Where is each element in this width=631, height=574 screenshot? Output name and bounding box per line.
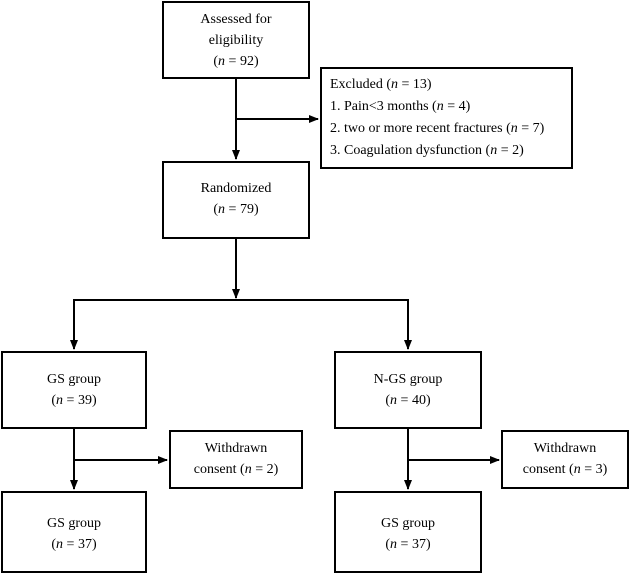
excluded-title: Excluded (n = 13) xyxy=(330,77,432,92)
gs-final-right-label: GS group xyxy=(380,516,436,531)
ngs-group-label: N-GS group xyxy=(373,372,443,387)
excluded-item-2: 2. two or more recent fractures (n = 7) xyxy=(330,121,545,136)
withdrawn-left-label: Withdrawn xyxy=(204,441,268,456)
excluded-item-1: 1. Pain<3 months (n = 4) xyxy=(330,99,471,114)
excluded-box: Excluded (n = 13) 1. Pain<3 months (n = … xyxy=(320,67,573,169)
assessed-line2: eligibility xyxy=(208,33,264,48)
gs-group-label: GS group xyxy=(46,372,102,387)
gs-final-right-box: GS group (n = 37) xyxy=(334,491,482,573)
randomized-box: Randomized (n = 79) xyxy=(162,161,310,239)
withdrawn-right-label: Withdrawn xyxy=(533,441,597,456)
ngs-group-count: (n = 40) xyxy=(385,393,431,408)
excluded-item-3: 3. Coagulation dysfunction (n = 2) xyxy=(330,143,524,158)
withdrawn-right-box: Withdrawn consent (n = 3) xyxy=(501,430,629,489)
gs-final-left-box: GS group (n = 37) xyxy=(1,491,147,573)
withdrawn-left-count: consent (n = 2) xyxy=(193,462,279,477)
assessed-box: Assessed for eligibility (n = 92) xyxy=(162,1,310,79)
randomized-count: (n = 79) xyxy=(213,202,259,217)
assessed-count: (n = 92) xyxy=(213,54,259,69)
gs-final-left-label: GS group xyxy=(46,516,102,531)
withdrawn-right-count: consent (n = 3) xyxy=(522,462,608,477)
randomized-label: Randomized xyxy=(200,181,272,196)
gs-group-count: (n = 39) xyxy=(51,393,97,408)
assessed-line1: Assessed for xyxy=(200,12,272,27)
ngs-group-box: N-GS group (n = 40) xyxy=(334,351,482,429)
gs-group-box: GS group (n = 39) xyxy=(1,351,147,429)
gs-final-right-count: (n = 37) xyxy=(385,537,431,552)
gs-final-left-count: (n = 37) xyxy=(51,537,97,552)
withdrawn-left-box: Withdrawn consent (n = 2) xyxy=(169,430,303,489)
